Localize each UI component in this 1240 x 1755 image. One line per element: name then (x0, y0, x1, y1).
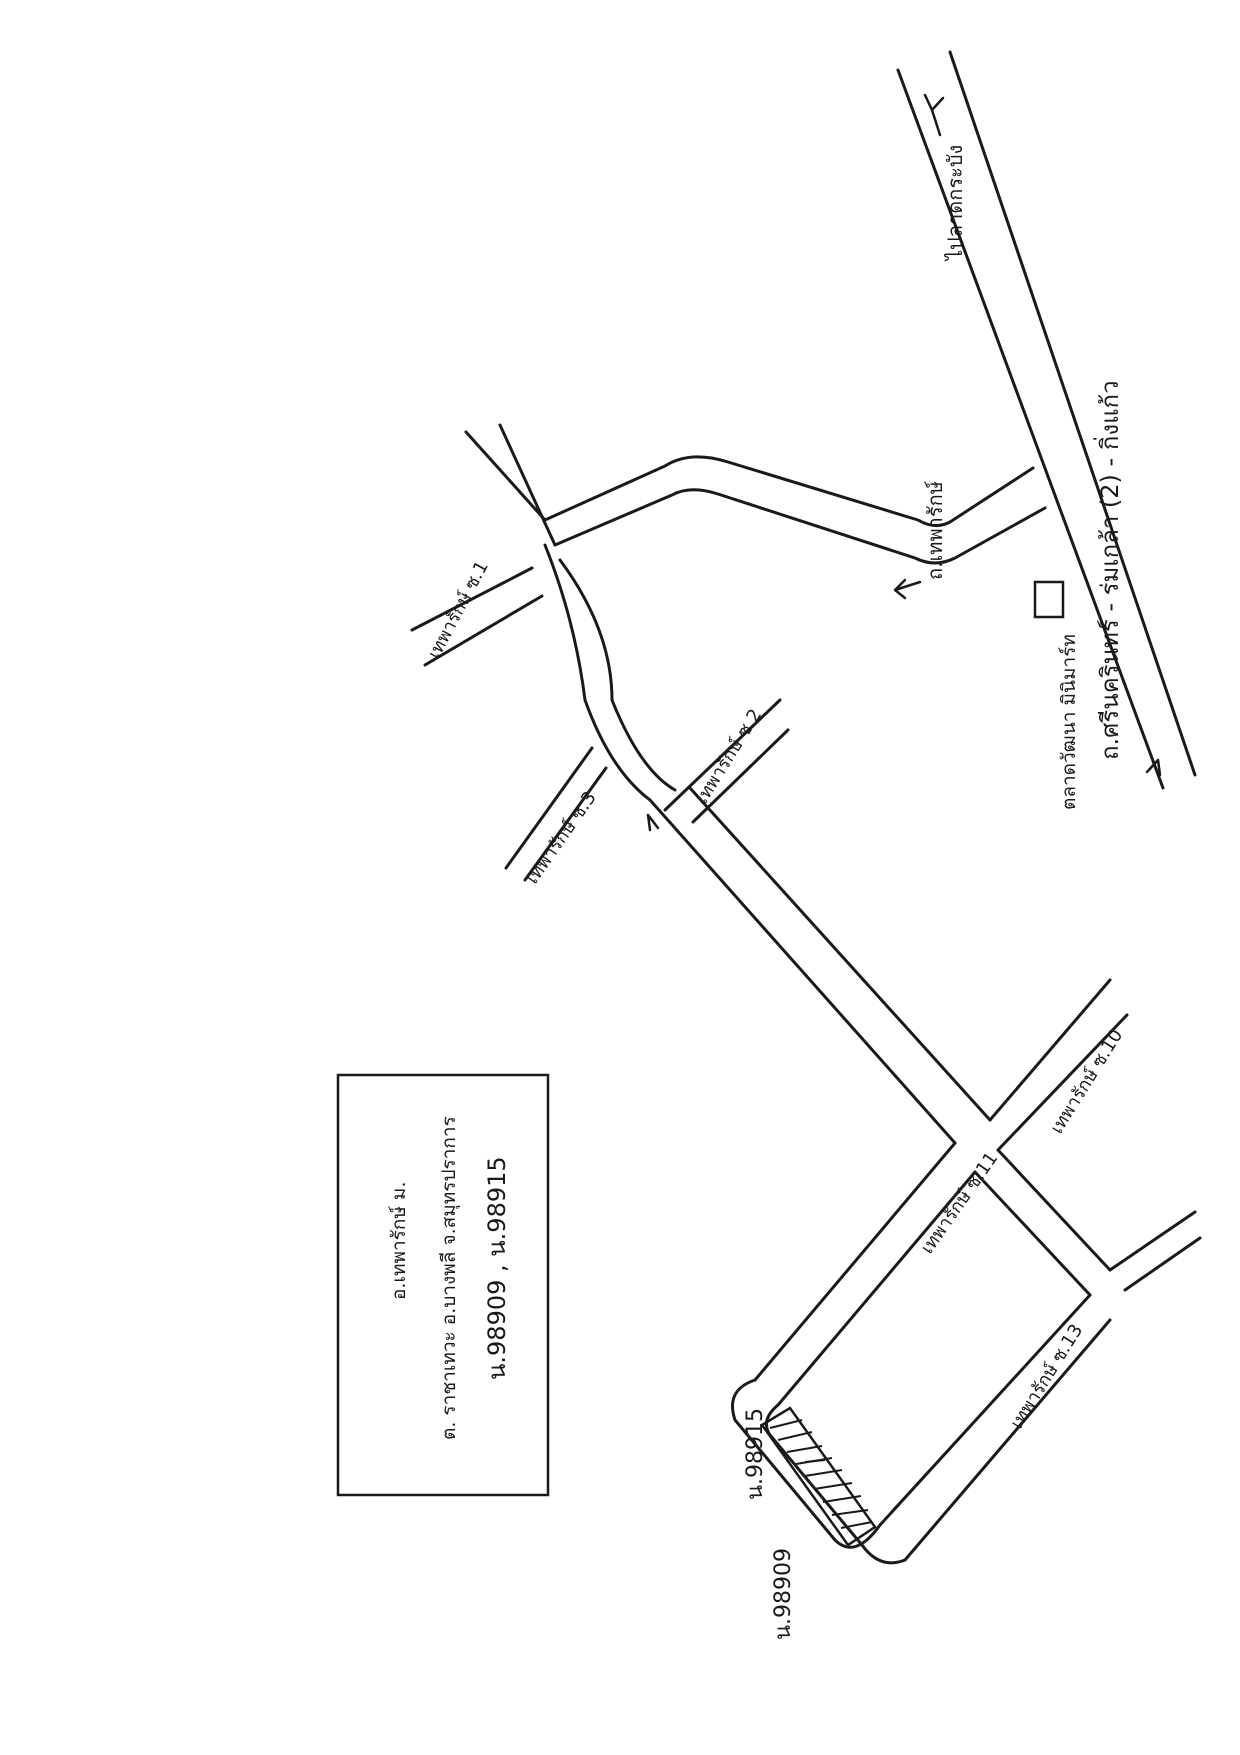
label-soi-11: เทพารักษ์ ซ.11 (917, 1148, 1002, 1258)
road-thepharak-lower (648, 786, 992, 1145)
label-parcel-a: น.98915 (743, 1408, 768, 1500)
label-soi-10: เทพารักษ์ ซ.10 (1046, 1026, 1127, 1138)
info-line-3: อ.เทพารักษ์ ม. (388, 1182, 410, 1301)
label-soi-main: ถ.เทพารักษ์ (923, 481, 947, 580)
info-line-1: น.98909 , น.98915 (483, 1156, 511, 1380)
label-main-highway: ถ.ศรีนครินทร์ - ร่มเกล้า (2) - กิ่งแก้ว (1093, 380, 1124, 760)
label-main-direction: ไปลาดกระบัง (943, 145, 967, 262)
road-parcel-access (731, 1378, 907, 1565)
label-landmark: ตลาดวัฒนา มินิมาร์ท (1058, 634, 1080, 810)
road-soi-13 (878, 1293, 1112, 1562)
direction-arrow-icons (646, 93, 1162, 832)
landmark-building (1033, 580, 1065, 619)
info-line-2: ต. ราชาเทวะ อ.บางพลี จ.สมุทรปราการ (438, 1116, 461, 1440)
road-soi-1 (410, 566, 544, 667)
parcel-hatched (760, 1406, 877, 1547)
label-soi-2: เทพารักษ์ ซ.2 (691, 705, 766, 807)
label-parcel-b: น.98909 (771, 1548, 796, 1640)
road-soi-3 (504, 746, 608, 882)
label-soi-3: เทพารักษ์ ซ.3 (522, 788, 601, 888)
main-highway (896, 50, 1197, 790)
road-thepharak-curve (543, 543, 677, 802)
info-box (336, 1073, 550, 1497)
road-cross-top (464, 423, 557, 547)
road-thepharak-end (973, 1148, 1202, 1297)
road-soi-10 (988, 978, 1129, 1152)
label-soi-13: เทพารักษ์ ซ.13 (1006, 1321, 1087, 1433)
road-soi-11 (753, 1141, 977, 1407)
road-thepharak-upper (543, 455, 1047, 565)
